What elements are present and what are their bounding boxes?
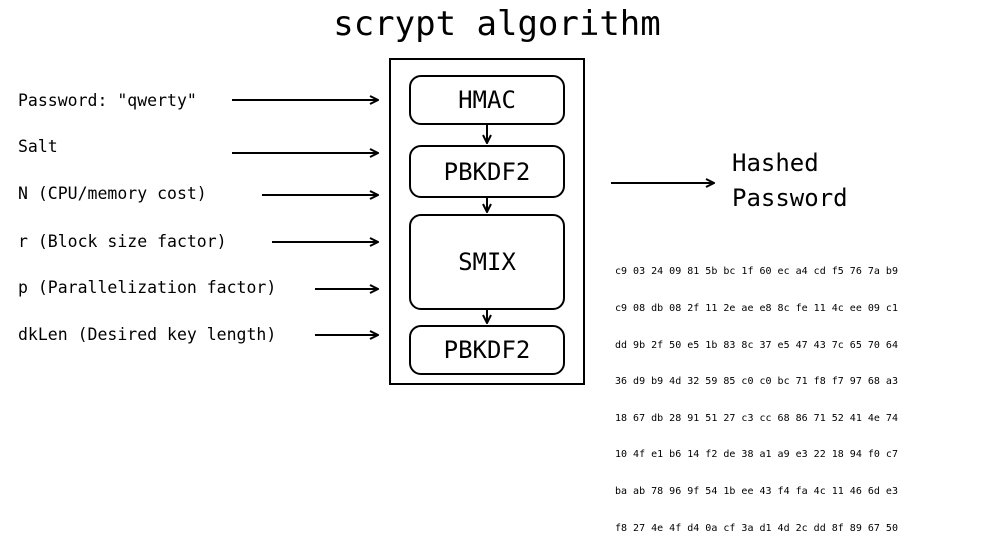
stage-pbkdf2-first: PBKDF2 (409, 145, 565, 198)
hash-line: c9 03 24 09 81 5b bc 1f 60 ec a4 cd f5 7… (615, 266, 898, 278)
stage-pbkdf2-second: PBKDF2 (409, 325, 565, 375)
input-dklen: dkLen (Desired key length) (18, 325, 277, 344)
input-r: r (Block size factor) (18, 232, 227, 251)
scrypt-container-box (389, 58, 585, 385)
input-password: Password: "qwerty" (18, 91, 197, 110)
hash-hex-dump: c9 03 24 09 81 5b bc 1f 60 ec a4 cd f5 7… (615, 242, 975, 547)
hash-line: 10 4f e1 b6 14 f2 de 38 a1 a9 e3 22 18 9… (615, 449, 898, 461)
hash-line: 18 67 db 28 91 51 27 c3 cc 68 86 71 52 4… (615, 412, 898, 424)
output-label-line2: Password (732, 184, 848, 212)
input-p: p (Parallelization factor) (18, 278, 277, 297)
stage-smix: SMIX (409, 214, 565, 310)
input-salt: Salt (18, 137, 58, 156)
hash-line: dd 9b 2f 50 e5 1b 83 8c 37 e5 47 43 7c 6… (615, 339, 898, 351)
hash-line: c9 08 db 08 2f 11 2e ae e8 8c fe 11 4c e… (615, 303, 898, 315)
input-n: N (CPU/memory cost) (18, 184, 207, 203)
diagram-title: scrypt algorithm (333, 4, 661, 44)
arrow-layer (232, 0, 994, 413)
hash-line: 36 d9 b9 4d 32 59 85 c0 c0 bc 71 f8 f7 9… (615, 376, 898, 388)
hash-line: ba ab 78 96 9f 54 1b ee 43 f4 fa 4c 11 4… (615, 486, 898, 498)
stage-hmac: HMAC (409, 75, 565, 125)
output-label-line1: Hashed (732, 149, 819, 177)
output-label: Hashed Password (732, 146, 848, 216)
hash-line: f8 27 4e 4f d4 0a cf 3a d1 4d 2c dd 8f 8… (615, 522, 898, 534)
